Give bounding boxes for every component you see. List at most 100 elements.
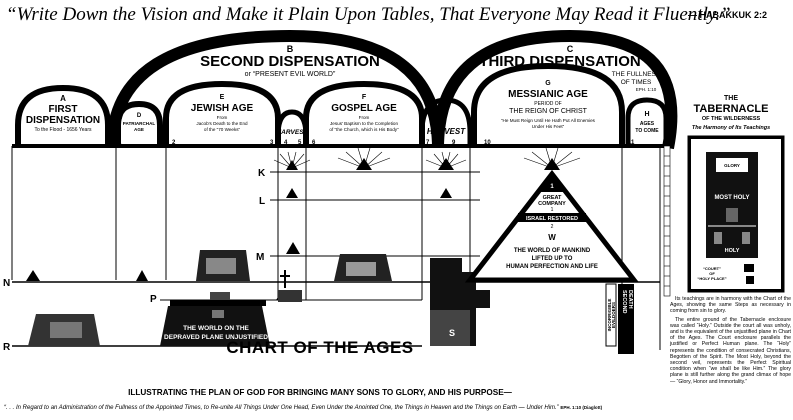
label-s: S — [449, 328, 455, 338]
label-w: W — [548, 233, 556, 242]
label-b: B — [287, 44, 294, 54]
messianic-note-1: PERIOD OF — [534, 101, 562, 107]
number-1: 1 — [118, 140, 122, 146]
israel-restored: ISRAEL RESTORED — [526, 216, 578, 222]
header-reference: — HABAKKUK 2:2 — [688, 10, 768, 20]
jewish-age-note-2: Jacob's Death to the End — [196, 121, 248, 126]
number-2: 2 — [172, 140, 176, 146]
plane-p: P — [150, 294, 157, 305]
tabernacle-holy: HOLY — [725, 248, 740, 254]
great-company-1: GREAT — [543, 195, 562, 201]
gospel-age-note-2: Jesus' Baptism to the Completion — [330, 121, 398, 126]
first-dispensation-2: DISPENSATION — [26, 115, 100, 126]
world-line-1: THE WORLD OF MANKIND — [514, 248, 591, 254]
tabernacle-glory: GLORY — [724, 163, 740, 168]
tabernacle-paragraph-1: Its teachings are in harmony with the Ch… — [670, 296, 791, 315]
plane-n: N — [3, 278, 10, 289]
chart-verse-ref: EPH. 1:10 (Diaglott) — [560, 405, 603, 410]
world-line-3: HUMAN PERFECTION AND LIFE — [506, 264, 598, 270]
label-f: F — [362, 94, 367, 101]
depraved-text-1: THE WORLD ON THE — [183, 325, 249, 332]
messianic-note-4: Under His Feet” — [532, 124, 565, 129]
incorrigible-box — [605, 283, 617, 347]
pyramid-apex-number: 1 — [550, 184, 554, 190]
incorrigible-1: INCORRIGIBLE — [607, 299, 612, 332]
arch-patriarchal-age — [115, 100, 163, 148]
israel-restored-number: 2 — [551, 224, 554, 230]
patriarchal-1: PATRIARCHAL — [123, 121, 156, 126]
number-6: 6 — [312, 140, 316, 146]
incorrigible-2: EVILDOERS — [611, 302, 616, 328]
number-11: 11 — [628, 140, 635, 146]
tabernacle-title-2: TABERNACLE — [694, 103, 769, 115]
harvest-label-1: HARVEST — [276, 129, 308, 136]
tabernacle-paragraph-2: The entire ground of the Tabernacle encl… — [670, 316, 791, 385]
tabernacle-description: Its teachings are in harmony with the Ch… — [670, 296, 791, 387]
plane-r: R — [3, 342, 11, 353]
tabernacle-subtitle: The Harmony of Its Teachings — [692, 125, 770, 131]
number-8: 8 — [434, 140, 438, 146]
label-a: A — [60, 94, 66, 103]
chart-title: CHART OF THE AGES — [226, 338, 414, 357]
label-e: E — [220, 94, 225, 101]
messianic-note-3: “He Must Reign Until He Hath Put All Ene… — [501, 118, 596, 123]
header-quote: “Write Down the Vision and Make it Plain… — [6, 4, 731, 25]
gospel-age-note-3: of “the Church, which is His Body” — [329, 127, 399, 132]
second-death-1: SECOND — [621, 290, 627, 314]
messianic-note-2: THE REIGN OF CHRIST — [509, 108, 588, 115]
arch-ages-to-come — [625, 97, 669, 148]
label-c: C — [567, 44, 574, 54]
patriarchal-2: AGE — [134, 127, 144, 132]
ages-to-come-2: TO COME — [635, 128, 659, 134]
arch-messianic-age — [471, 62, 625, 148]
gospel-age-title: GOSPEL AGE — [331, 103, 397, 114]
arch-first-dispensation — [15, 84, 111, 148]
third-dispensation-sub2: OF TIMES — [621, 79, 652, 86]
arch-second-dispensation — [106, 29, 444, 149]
first-dispensation-1: FIRST — [49, 104, 78, 115]
arch-jewish-age — [163, 80, 281, 148]
number-7: 7 — [426, 140, 430, 146]
great-company-2: COMPANY — [538, 201, 566, 207]
tabernacle-camp-label: “HOLY PLACE” — [697, 276, 726, 281]
depraved-text-2: DEPRAVED PLANE UNJUSTIFIED — [164, 334, 268, 341]
chart-verse-text: “. . . In Regard to an Administration of… — [4, 405, 559, 411]
plane-l: L — [259, 196, 265, 207]
second-death-2: DEATH — [627, 290, 633, 309]
depraved-plane-block — [160, 306, 270, 346]
arch-harvest-2 — [419, 97, 473, 148]
jewish-age-note-3: of the “70 Weeks” — [204, 127, 241, 132]
number-10: 10 — [484, 140, 491, 146]
tabernacle-court-label-2: OF — [709, 271, 715, 276]
tabernacle-most-holy: MOST HOLY — [714, 195, 749, 201]
messianic-pyramid — [464, 169, 640, 283]
jewish-age-title: JEWISH AGE — [191, 103, 254, 114]
third-dispensation-sub1: THE FULLNESS — [612, 71, 661, 78]
world-line-2: LIFTED UP TO — [532, 256, 573, 262]
tabernacle-title-3: OF THE WILDERNESS — [702, 116, 761, 122]
chart-verse: “. . . In Regard to an Administration of… — [4, 405, 602, 411]
label-g: G — [545, 80, 551, 87]
label-h: H — [644, 111, 649, 118]
ages-to-come-1: AGES — [640, 121, 655, 127]
third-dispensation-title: THIRD DISPENSATION — [479, 53, 640, 70]
second-dispensation-subtitle: or “PRESENT EVIL WORLD” — [245, 71, 336, 78]
harvest-label-2: HARVEST — [427, 127, 466, 136]
label-d: D — [137, 113, 142, 119]
tabernacle-title-1: THE — [724, 95, 738, 102]
first-dispensation-note: To the Flood - 1656 Years — [35, 127, 92, 133]
gospel-age-note-1: From — [359, 115, 370, 120]
messianic-age-title: MESSIANIC AGE — [508, 89, 588, 100]
jewish-age-note-1: From — [217, 115, 228, 120]
chart-subtitle: ILLUSTRATING THE PLAN OF GOD FOR BRINGIN… — [128, 388, 512, 397]
number-9: 9 — [452, 140, 456, 146]
number-3: 3 — [270, 140, 274, 146]
arch-gospel-age — [303, 80, 425, 148]
plane-m: M — [256, 252, 264, 263]
second-dispensation-title: SECOND DISPENSATION — [200, 53, 380, 70]
number-4: 4 — [284, 140, 288, 146]
second-death-box — [618, 284, 634, 354]
plane-k: K — [258, 168, 266, 179]
tabernacle-court-label-1: “COURT” — [703, 266, 721, 271]
